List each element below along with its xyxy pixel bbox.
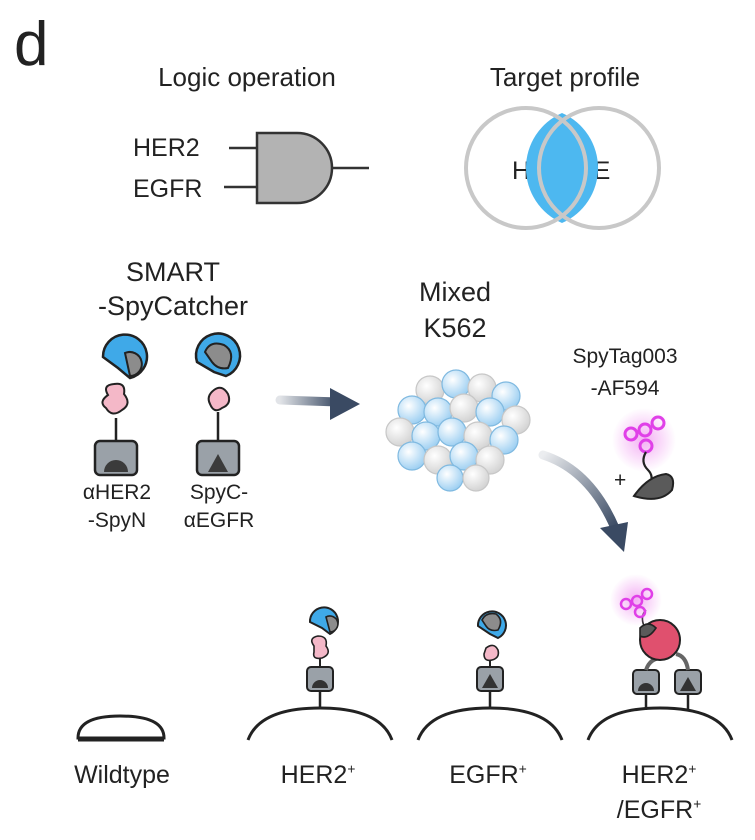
cell-label-her2: HER2+ (280, 761, 356, 789)
her2-cell-icon (246, 606, 394, 741)
cell-label-egfr: EGFR+ (449, 761, 527, 789)
panel-letter: d (14, 10, 49, 79)
target-profile-title: Target profile (489, 62, 641, 92)
selection-arrow-icon (538, 450, 628, 552)
smart-right-label-line2: αEGFR (183, 509, 255, 532)
venn-diagram-icon (464, 106, 661, 230)
smart-egfr-construct-icon (194, 332, 242, 477)
spytag-label-line2: -AF594 (590, 377, 660, 400)
gate-input-egfr: EGFR (133, 175, 203, 203)
venn-label-h: H (511, 157, 531, 185)
plus-sign: + (614, 469, 627, 492)
and-gate-icon (224, 131, 369, 205)
gate-input-her2: HER2 (133, 134, 200, 162)
smart-left-label-line2: -SpyN (87, 509, 147, 532)
smart-left-label-line1: αHER2 (82, 481, 152, 504)
egfr-cell-icon (416, 610, 564, 741)
double-positive-cell-icon (586, 574, 734, 741)
mix-arrow-icon (275, 388, 360, 420)
cell-label-double-line1: HER2+ (621, 761, 697, 789)
smart-title-line2: -SpyCatcher (97, 291, 249, 321)
spytag-probe-icon (612, 408, 676, 500)
smart-her2-construct-icon (93, 333, 149, 477)
wildtype-cell-icon (76, 714, 166, 742)
mixed-cell-cluster-icon (385, 369, 531, 492)
smart-right-label-line1: SpyC- (189, 481, 249, 504)
spytag-label-line1: SpyTag003 (572, 345, 678, 368)
cell-label-wildtype: Wildtype (74, 761, 170, 789)
cell-label-double-line2: /EGFR+ (616, 796, 702, 824)
mixed-title-line2: K562 (423, 313, 487, 343)
logic-operation-title: Logic operation (158, 62, 336, 92)
mixed-title-line1: Mixed (418, 277, 492, 307)
smart-title-line1: SMART (125, 257, 221, 287)
